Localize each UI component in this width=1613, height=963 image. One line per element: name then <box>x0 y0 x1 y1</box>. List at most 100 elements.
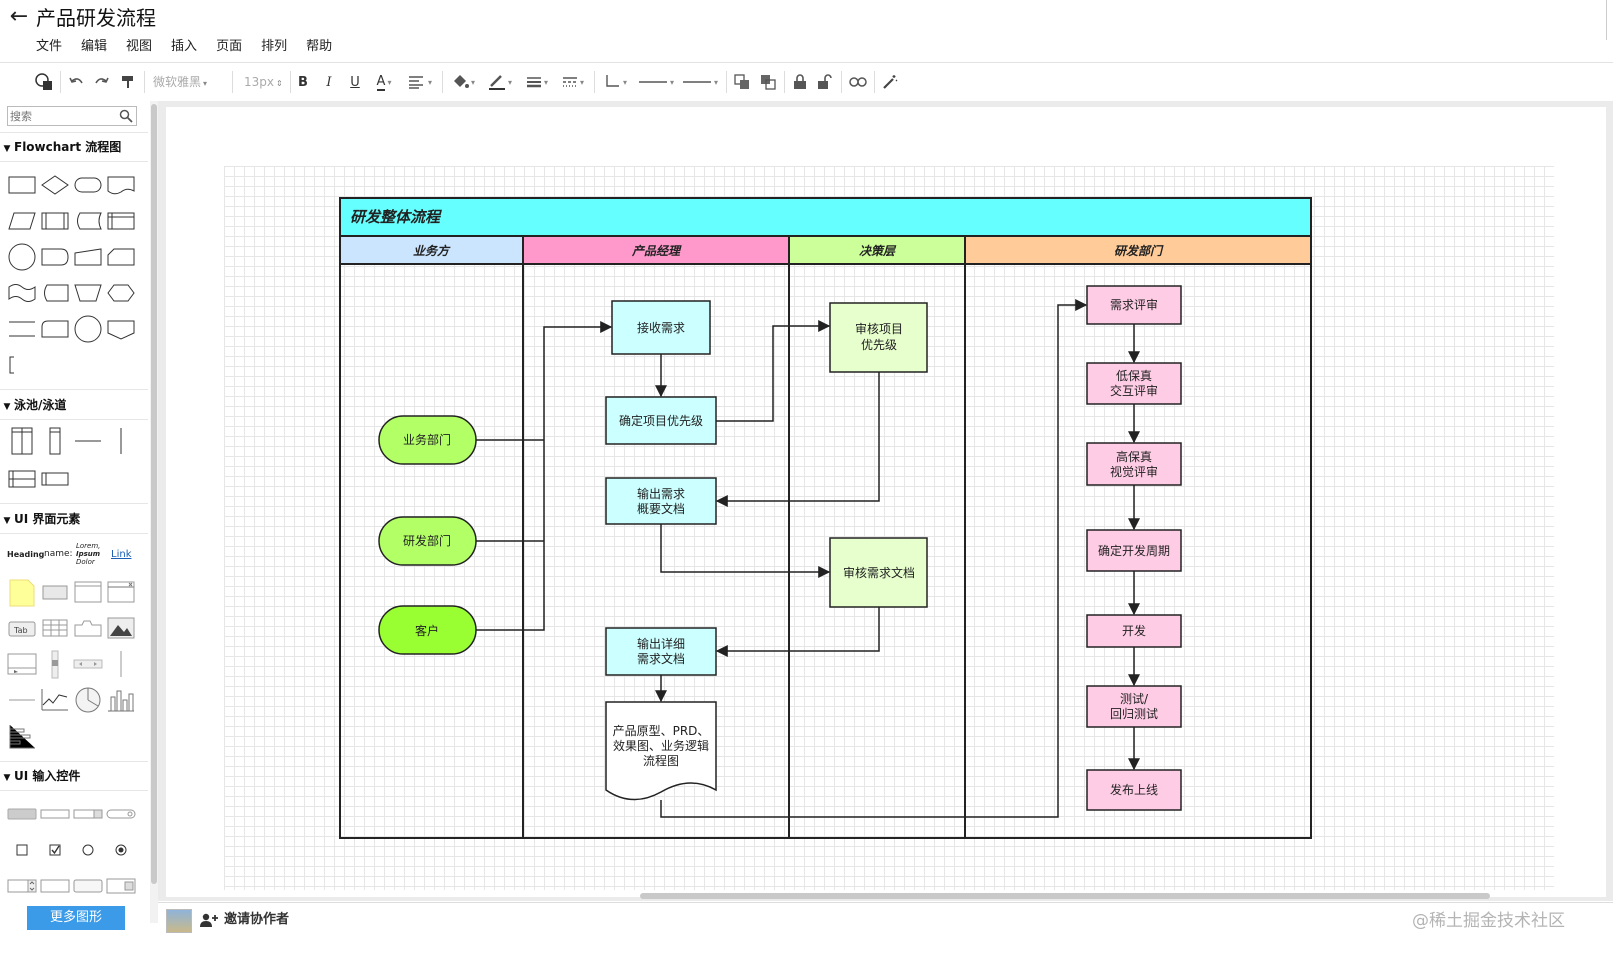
shape-display[interactable] <box>39 277 71 307</box>
shape-tab-panel[interactable] <box>72 613 104 643</box>
menu-insert[interactable]: 插入 <box>171 39 198 54</box>
shape-circle[interactable] <box>6 241 38 271</box>
shape-vertical-separator[interactable] <box>105 425 137 455</box>
line-width-icon[interactable]: ▾ <box>526 77 548 88</box>
unlock-icon[interactable] <box>815 70 835 94</box>
menu-file[interactable]: 文件 <box>36 39 63 54</box>
search-icon[interactable] <box>119 109 133 123</box>
section-ui-input-controls[interactable]: ▼UI 输入控件 <box>0 765 150 787</box>
back-arrow-icon[interactable]: ← <box>9 4 29 29</box>
connector-style-icon[interactable]: ▾ <box>600 70 630 94</box>
ui-label-sample[interactable]: name: <box>44 549 73 559</box>
shape-style-icon[interactable] <box>32 70 56 94</box>
shape-textbox[interactable] <box>39 871 71 901</box>
shape-vertical-pool[interactable] <box>6 425 38 455</box>
shape-stored-data[interactable] <box>72 205 104 235</box>
section-flowchart[interactable]: ▼Flowchart 流程图 <box>0 136 150 158</box>
shape-delay[interactable] <box>39 241 71 271</box>
shape-sticky-note[interactable] <box>6 577 38 607</box>
shape-checkbox-checked[interactable] <box>39 835 71 865</box>
line-color-icon[interactable]: ▾ <box>484 70 516 94</box>
shape-tape[interactable] <box>6 277 38 307</box>
shape-horizontal-separator[interactable] <box>72 425 104 455</box>
shape-video-player[interactable] <box>6 649 38 679</box>
ui-paragraph-sample[interactable]: Lorem, Ipsum Dolor <box>76 542 100 566</box>
shape-horizontal-bar-chart[interactable] <box>6 721 38 751</box>
shape-rectangle[interactable] <box>6 169 38 199</box>
shape-image[interactable] <box>105 613 137 643</box>
underline-button[interactable]: U <box>350 74 360 90</box>
shape-terminator[interactable] <box>39 313 71 343</box>
format-painter-icon[interactable] <box>118 70 138 94</box>
more-shapes-button[interactable]: 更多图形 <box>27 906 125 930</box>
shape-internal-storage[interactable] <box>105 205 137 235</box>
magic-wand-icon[interactable] <box>880 70 900 94</box>
menu-page[interactable]: 页面 <box>216 39 243 54</box>
shape-off-page[interactable] <box>105 313 137 343</box>
shape-connector-circle[interactable] <box>72 313 104 343</box>
shape-radio[interactable] <box>72 835 104 865</box>
menu-edit[interactable]: 编辑 <box>81 39 108 54</box>
shape-trapezoid[interactable] <box>72 277 104 307</box>
shape-manual-input[interactable] <box>72 241 104 271</box>
shape-spinner[interactable] <box>6 871 38 901</box>
section-ui-elements[interactable]: ▼UI 界面元素 <box>0 508 150 530</box>
shape-parallel-lines[interactable] <box>6 313 38 343</box>
shape-text-input[interactable] <box>39 799 71 829</box>
shape-hexagon[interactable] <box>105 277 137 307</box>
shape-diamond[interactable] <box>39 169 71 199</box>
shape-pie-chart[interactable] <box>72 685 104 715</box>
redo-icon[interactable] <box>92 70 112 94</box>
line-start-icon[interactable]: ▾ <box>638 77 674 87</box>
search-input[interactable] <box>10 108 110 124</box>
align-icon[interactable]: ▾ <box>404 70 436 94</box>
page-thumbnail[interactable] <box>166 909 192 933</box>
shape-annotation[interactable] <box>6 349 38 379</box>
shape-vertical-line[interactable] <box>105 649 137 679</box>
sidebar-scroll-thumb[interactable] <box>151 104 157 884</box>
shape-radio-selected[interactable] <box>105 835 137 865</box>
shape-parallelogram[interactable] <box>6 205 38 235</box>
shape-process[interactable] <box>39 205 71 235</box>
shape-card[interactable] <box>105 241 137 271</box>
font-size-select[interactable]: 13px⇕ <box>244 75 283 89</box>
shape-list-box[interactable] <box>105 871 137 901</box>
shape-pager[interactable] <box>72 649 104 679</box>
undo-icon[interactable] <box>66 70 86 94</box>
bring-front-icon[interactable] <box>732 70 752 94</box>
shape-search-field[interactable] <box>105 799 137 829</box>
shape-line-chart[interactable] <box>39 685 71 715</box>
send-back-icon[interactable] <box>758 70 778 94</box>
shape-password-field[interactable] <box>72 871 104 901</box>
shape-checkbox[interactable] <box>6 835 38 865</box>
line-end-icon[interactable]: ▾ <box>682 77 718 87</box>
shape-input-button[interactable] <box>6 799 38 829</box>
canvas-horizontal-scrollbar[interactable] <box>640 893 1490 899</box>
shape-tab[interactable]: Tab <box>6 613 38 643</box>
menu-view[interactable]: 视图 <box>126 39 153 54</box>
link-icon[interactable] <box>847 70 869 94</box>
font-family-select[interactable]: 微软雅黑▾ <box>153 75 208 89</box>
shape-horizontal-pool[interactable] <box>6 463 38 493</box>
invite-collaborator-button[interactable]: 邀请协作者 <box>200 909 289 931</box>
section-pools-lanes[interactable]: ▼泳池/泳道 <box>0 394 150 416</box>
menu-arrange[interactable]: 排列 <box>261 39 288 54</box>
bold-button[interactable]: B <box>298 74 308 90</box>
shape-combo-box[interactable] <box>72 799 104 829</box>
ui-heading-sample[interactable]: Heading <box>7 550 45 559</box>
shape-dialog[interactable] <box>105 577 137 607</box>
shape-button[interactable] <box>39 577 71 607</box>
shape-rounded-rect[interactable] <box>72 169 104 199</box>
shape-vertical-lane[interactable] <box>39 425 71 455</box>
shape-horizontal-lane[interactable] <box>39 463 71 493</box>
shape-vertical-slider[interactable] <box>39 649 71 679</box>
menu-help[interactable]: 帮助 <box>306 39 333 54</box>
ui-link-sample[interactable]: Link <box>111 549 132 560</box>
shape-bar-chart[interactable] <box>105 685 137 715</box>
shape-table[interactable] <box>39 613 71 643</box>
shape-document[interactable] <box>105 169 137 199</box>
shape-horizontal-line[interactable] <box>6 685 38 715</box>
fill-color-icon[interactable]: ▾ <box>448 70 478 94</box>
shape-window[interactable] <box>72 577 104 607</box>
line-dash-icon[interactable]: ▾ <box>562 77 584 87</box>
